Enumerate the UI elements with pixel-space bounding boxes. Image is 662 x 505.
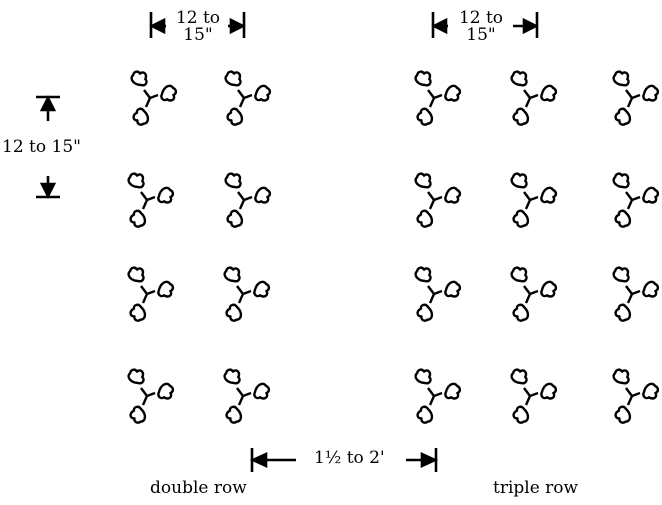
plant-icon — [128, 67, 179, 128]
plant-icon — [222, 169, 273, 230]
plant-icon — [508, 263, 559, 324]
triple-row-plants — [412, 67, 661, 426]
bed-spacing-label: 1½ to 2' — [314, 448, 385, 468]
plant-icon — [412, 365, 463, 426]
plant-spacing-label-line2: 15" — [183, 25, 213, 45]
plant-icon — [412, 169, 463, 230]
plant-icon — [125, 365, 176, 426]
plant-icon — [610, 169, 661, 230]
plant-icon — [610, 263, 661, 324]
plant-icon — [508, 169, 559, 230]
plant-icon — [412, 67, 463, 128]
dimension-bed-spacing — [249, 448, 439, 472]
dimension-plant-spacing-triple — [431, 12, 539, 38]
row-spacing-label: 12 to 15" — [2, 137, 81, 157]
plant-spacing-label-line1: 12 to — [458, 8, 504, 28]
plant-icon — [412, 263, 463, 324]
dimension-row-spacing — [36, 95, 60, 199]
double-row-caption: double row — [150, 478, 247, 498]
plant-spacing-label-line1: 12 to — [175, 8, 221, 28]
dimension-plant-spacing-double — [149, 12, 246, 38]
plant-spacing-label-triple: 12 to 15" — [451, 10, 511, 44]
plant-icon — [508, 365, 559, 426]
plant-icon — [610, 365, 661, 426]
plant-icon — [610, 67, 661, 128]
double-row-plants — [125, 67, 273, 426]
plant-spacing-label-double: 12 to 15" — [168, 10, 228, 44]
plant-spacing-label-line2: 15" — [466, 25, 496, 45]
plant-icon — [125, 169, 176, 230]
plant-icon — [221, 365, 272, 426]
plant-icon — [221, 263, 272, 324]
triple-row-caption: triple row — [493, 478, 579, 498]
plant-icon — [222, 67, 273, 128]
plant-icon — [508, 67, 559, 128]
plant-icon — [125, 263, 176, 324]
